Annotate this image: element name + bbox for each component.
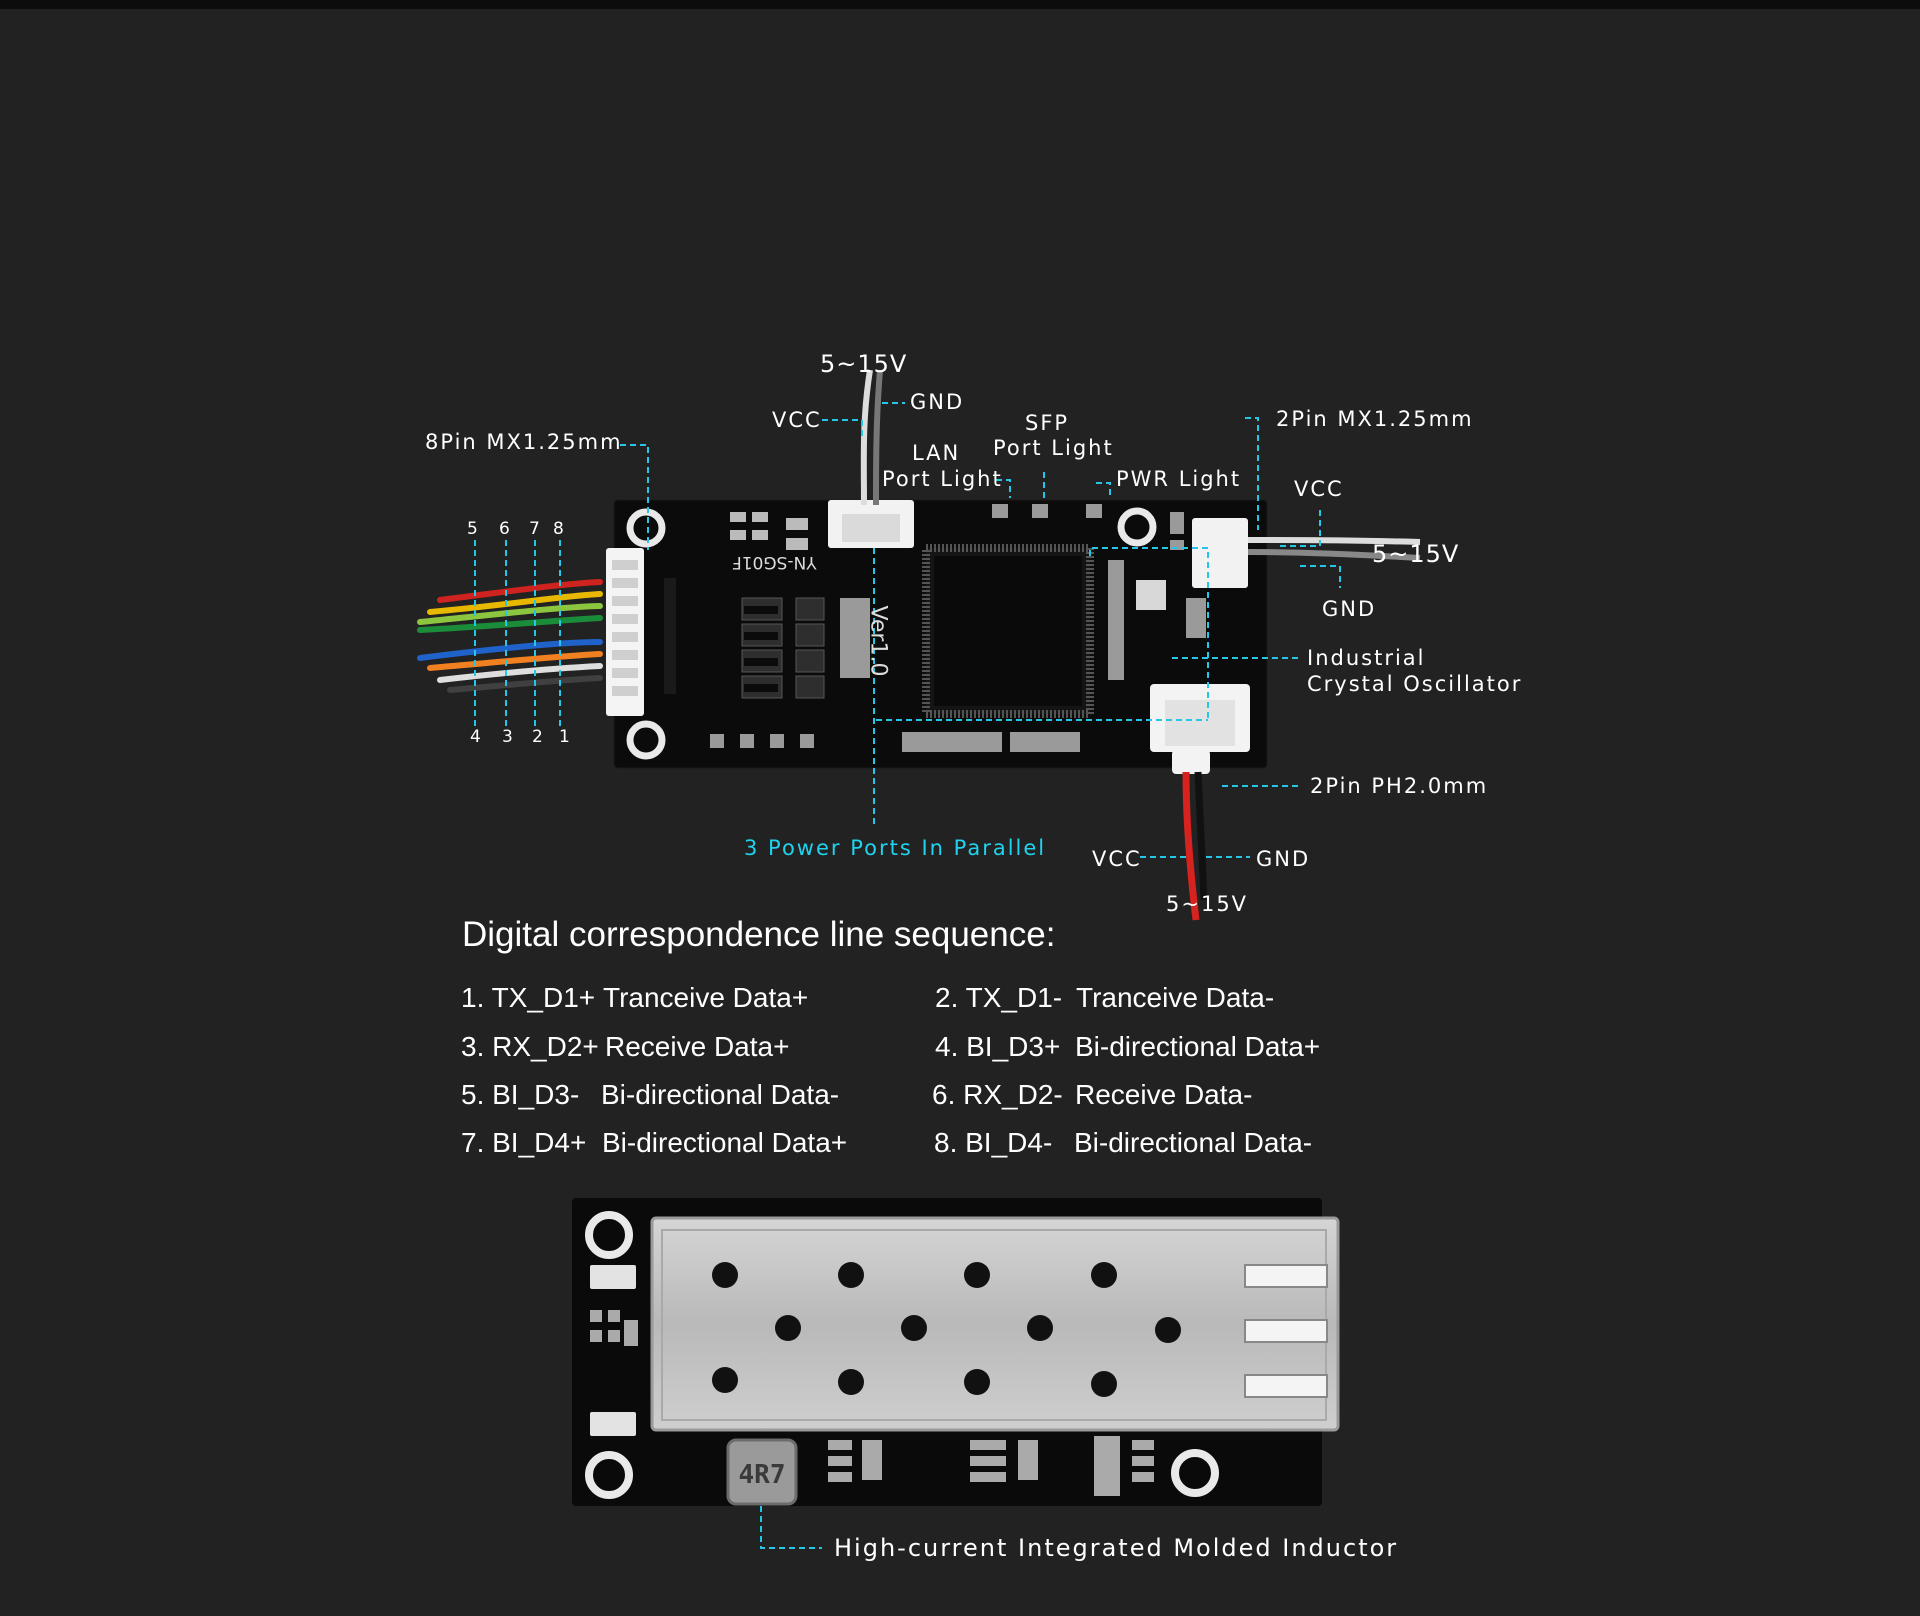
sequence-code: 7. BI_D4+ (461, 1127, 587, 1158)
oscillator-label-line1: Industrial (1307, 646, 1426, 670)
bottom-vcc-label: VCC (1092, 847, 1142, 871)
right-voltage-label: 5~15V (1372, 540, 1460, 568)
sfp-light-label-line1: SFP (1025, 411, 1070, 435)
oscillator-label-line2: Crystal Oscillator (1307, 672, 1523, 696)
lan-light-label-line2: Port Light (882, 467, 1003, 491)
mounting-holes (626, 507, 1157, 760)
sequence-row-4-right: 8. BI_D4- Bi-directional Data- (934, 1127, 1312, 1158)
molded-inductor (726, 1438, 798, 1506)
sequence-code: 4. BI_D3+ (935, 1031, 1061, 1062)
sequence-row-1-right: 2. TX_D1- Tranceive Data- (935, 982, 1274, 1013)
inductor-leader (760, 1506, 822, 1549)
sequence-code: 2. TX_D1- (935, 982, 1063, 1013)
sequence-desc: Bi-directional Data- (1074, 1127, 1313, 1158)
sequence-row-3-right: 6. RX_D2- Receive Data- (932, 1079, 1252, 1110)
sequence-desc: Receive Data- (1075, 1079, 1253, 1110)
eight-pin-wires (417, 579, 603, 693)
right-gnd-label: GND (1322, 597, 1377, 621)
right-vcc-label: VCC (1294, 477, 1344, 501)
sequence-code: 3. RX_D2+ (461, 1031, 599, 1062)
eight-pin-connector-label: 8Pin MX1.25mm (425, 430, 623, 454)
bottom-voltage-label: 5~15V (1166, 892, 1249, 916)
top-border (0, 0, 1920, 9)
pin-7-label: 7 (529, 519, 540, 539)
inductor-label: High-current Integrated Molded Inductor (834, 1534, 1399, 1562)
sequence-desc: Bi-directional Data+ (602, 1127, 848, 1158)
sequence-desc: Bi-directional Data+ (1075, 1031, 1321, 1062)
sequence-code: 8. BI_D4- (934, 1127, 1053, 1158)
pwr-light-label: PWR Light (1116, 467, 1242, 491)
two-pin-mx-label: 2Pin MX1.25mm (1276, 407, 1474, 431)
pin-1-label: 1 (559, 727, 570, 747)
sequence-row-1-left: 1. TX_D1+ Tranceive Data+ (461, 982, 808, 1013)
sequence-code: 1. TX_D1+ (461, 982, 596, 1013)
board-silkscreen: YN-SG01F (732, 552, 817, 572)
leader-lines (474, 402, 1341, 858)
sfp-cage (650, 1216, 1340, 1432)
pin-3-label: 3 (502, 727, 513, 747)
sequence-row-3-left: 5. BI_D3- Bi-directional Data- (461, 1079, 839, 1110)
top-gnd-label: GND (910, 390, 965, 414)
sequence-desc: Tranceive Data- (1076, 982, 1275, 1013)
sfp-cage-vents (712, 1262, 1181, 1397)
inductor-marking: 4R7 (739, 1460, 786, 1490)
sequence-row-2-left: 3. RX_D2+ Receive Data+ (461, 1031, 789, 1062)
crystal-oscillator (1136, 580, 1166, 610)
sequence-row-2-right: 4. BI_D3+ Bi-directional Data+ (935, 1031, 1320, 1062)
lan-light-label-line1: LAN (912, 441, 961, 465)
two-pin-ph-label: 2Pin PH2.0mm (1310, 774, 1489, 798)
sequence-desc: Tranceive Data+ (603, 982, 809, 1013)
sequence-desc: Receive Data+ (605, 1031, 790, 1062)
sequence-code: 5. BI_D3- (461, 1079, 580, 1110)
sequence-desc: Bi-directional Data- (601, 1079, 840, 1110)
sequence-code: 6. RX_D2- (932, 1079, 1063, 1110)
board-version: Ver1.0 (865, 605, 891, 677)
top-voltage-label: 5~15V (820, 350, 908, 378)
pin-5-label: 5 (467, 519, 478, 539)
bottom-gnd-label: GND (1256, 847, 1311, 871)
pin-8-label: 8 (553, 519, 564, 539)
top-vcc-label: VCC (772, 408, 822, 432)
sfp-board-holes (585, 1211, 1219, 1499)
sfp-light-label-line2: Port Light (993, 436, 1114, 460)
pin-4-label: 4 (470, 727, 481, 747)
sequence-heading: Digital correspondence line sequence: (462, 915, 1056, 954)
pin-6-label: 6 (499, 519, 510, 539)
right-power-connector (1192, 518, 1248, 588)
power-ports-note: 3 Power Ports In Parallel (744, 836, 1047, 860)
sequence-row-4-left: 7. BI_D4+ Bi-directional Data+ (461, 1127, 847, 1158)
pin-2-label: 2 (532, 727, 543, 747)
